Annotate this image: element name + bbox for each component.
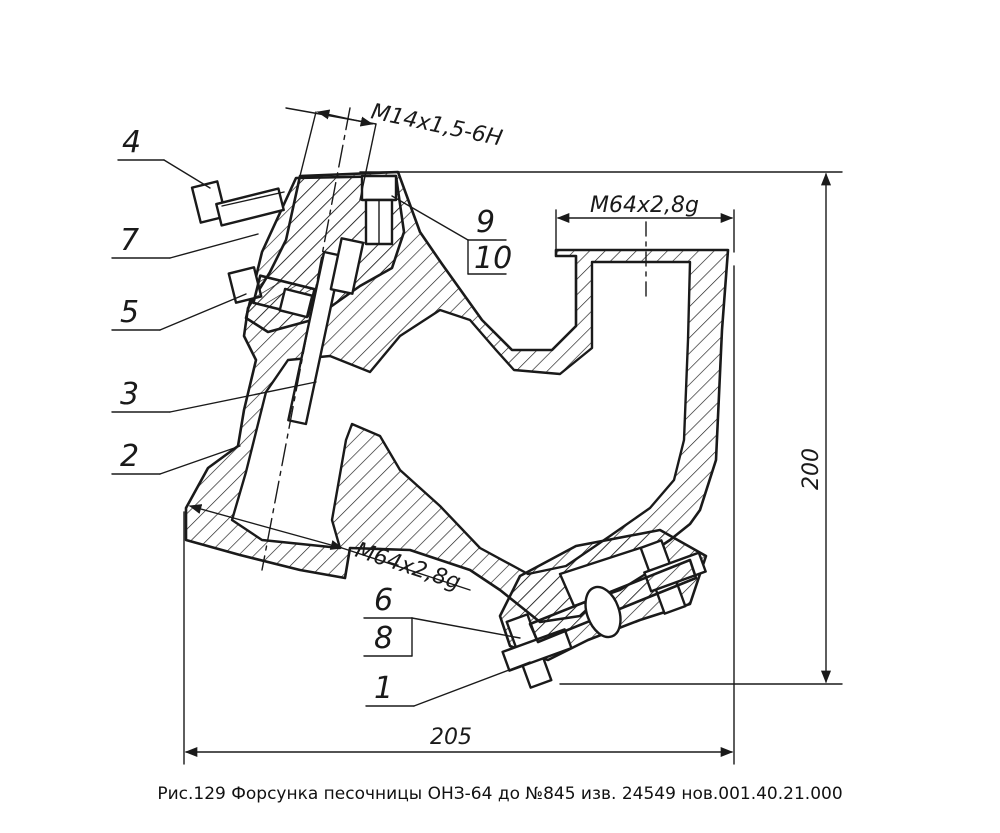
callout-5: 5 <box>111 293 247 331</box>
dim-thread-top: М64х2,8g <box>555 193 735 253</box>
callout-4: 4 <box>117 125 211 189</box>
callout-6-label: 6 <box>374 583 393 618</box>
width-label: 205 <box>430 725 472 750</box>
callout-8-label: 8 <box>374 621 393 656</box>
callout-3: 3 <box>111 377 317 413</box>
height-label: 200 <box>799 448 824 490</box>
thread-small-label: М14х1,5-6Н <box>369 99 505 151</box>
callout-3-label: 3 <box>120 377 139 412</box>
bolt-upper-left <box>190 180 285 227</box>
axis-lines <box>261 107 647 571</box>
callout-9-label: 9 <box>476 205 495 240</box>
callout-9-10: 9 10 <box>391 195 512 276</box>
tube-3 <box>287 237 365 426</box>
callout-1-label: 1 <box>374 671 393 706</box>
bolt-top-right <box>360 174 398 246</box>
figure-caption: Рис.129 Форсунка песочницы ОНЗ-64 до №84… <box>157 784 843 804</box>
callout-6-8: 6 8 <box>363 583 521 657</box>
callout-2-label: 2 <box>120 439 139 474</box>
callout-10-label: 10 <box>474 241 512 276</box>
dim-width: 205 <box>183 265 735 765</box>
thread-top-label: М64х2,8g <box>590 193 699 218</box>
callout-7-label: 7 <box>120 223 139 258</box>
callout-1: 1 <box>365 661 531 707</box>
bolt-lower-left <box>501 613 573 689</box>
dim-height: 200 <box>359 171 843 685</box>
callout-2: 2 <box>111 439 241 475</box>
callout-7: 7 <box>111 223 259 259</box>
callout-5-label: 5 <box>120 295 139 330</box>
pipe-rod <box>528 558 698 644</box>
nut-5 <box>227 266 316 319</box>
callout-4-label: 4 <box>122 125 141 160</box>
